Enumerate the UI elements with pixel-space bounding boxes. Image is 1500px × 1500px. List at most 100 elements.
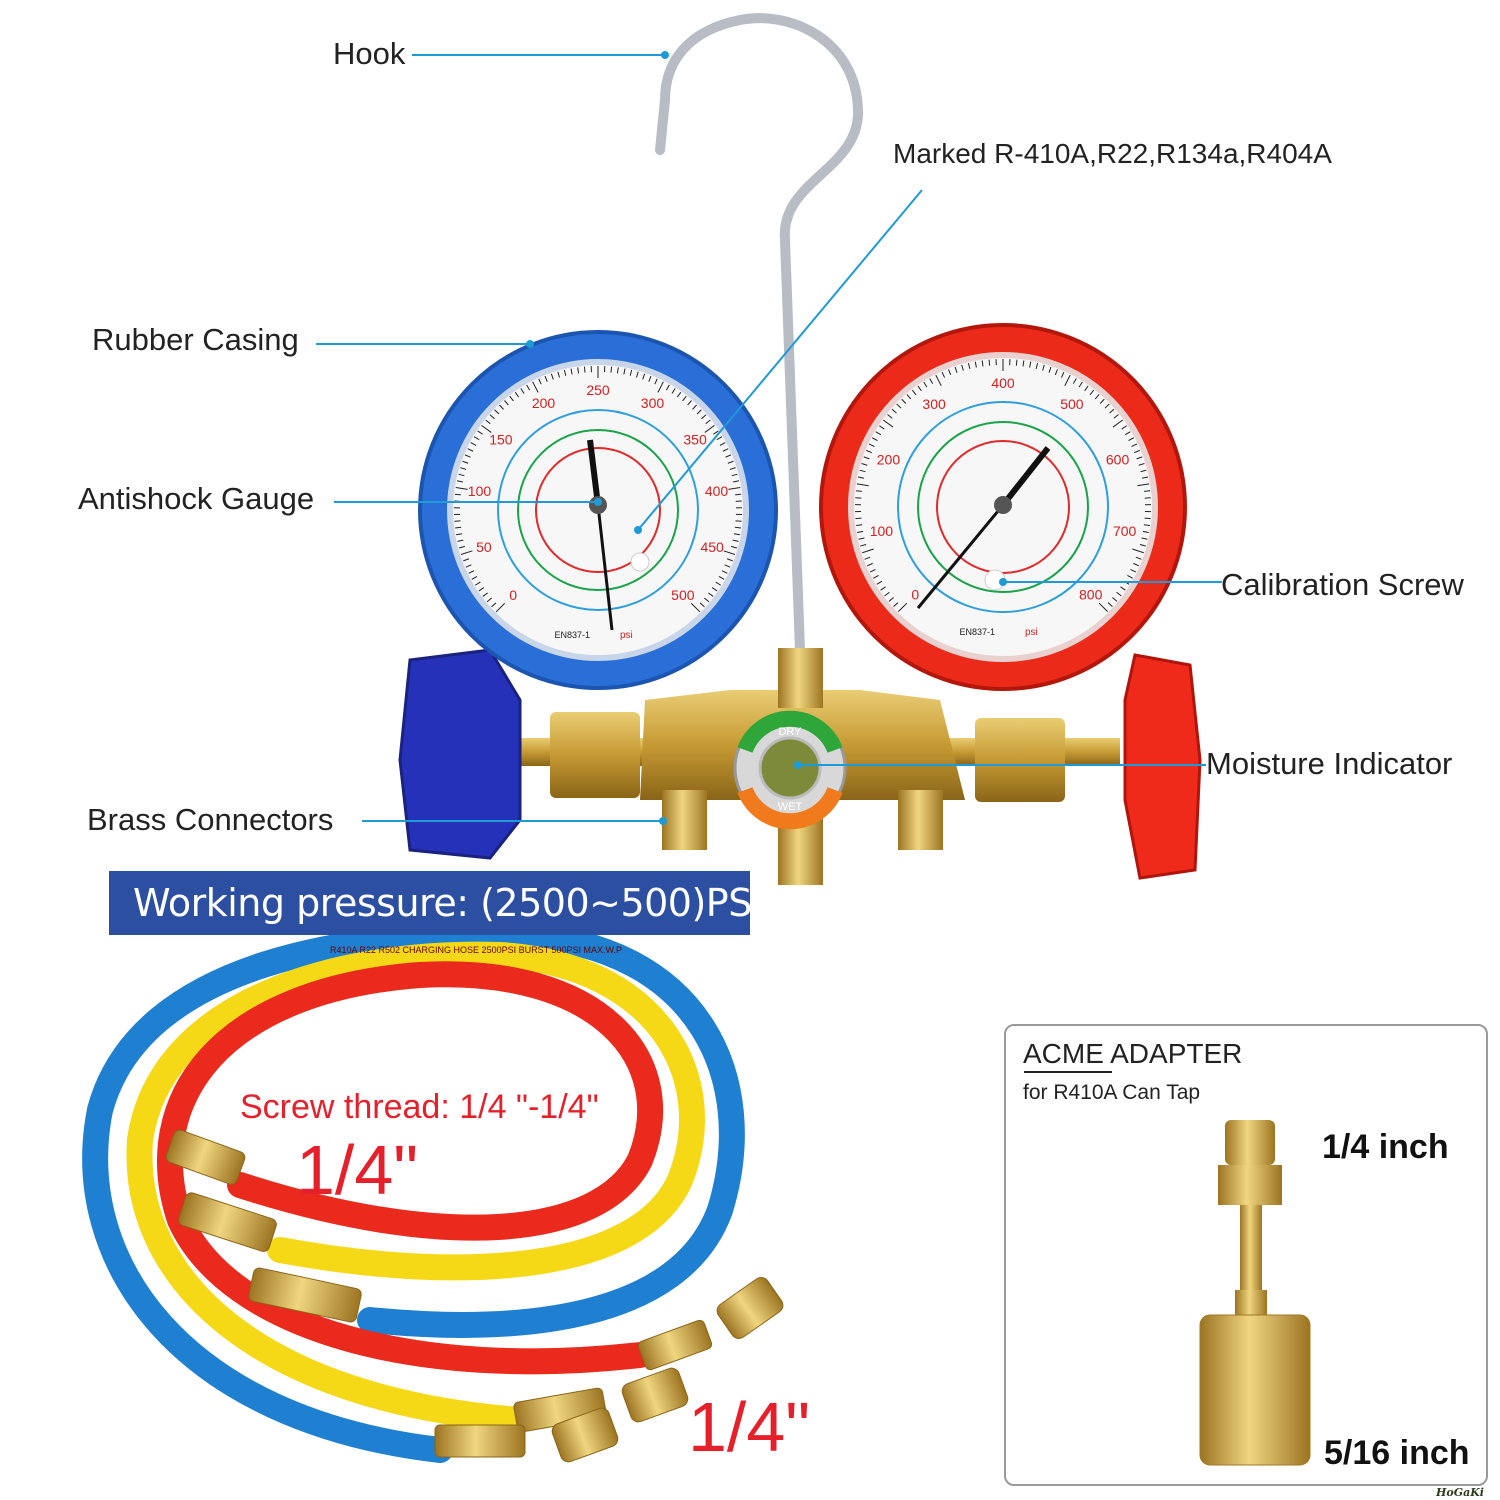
dial-tick <box>887 414 893 419</box>
dial-tick <box>723 550 736 555</box>
dial-tick <box>1104 403 1110 409</box>
dial-tick <box>457 539 464 542</box>
dial-tick <box>654 378 658 385</box>
dial-tick <box>1089 389 1095 396</box>
dial-psi-label: 400 <box>991 375 1015 391</box>
dial-tick <box>570 368 573 375</box>
dial-tick <box>478 587 485 592</box>
adapter-title-underline <box>1024 1071 1112 1073</box>
dial-tick <box>495 602 506 613</box>
dial-tick <box>730 545 738 549</box>
dial-tick <box>719 442 726 446</box>
blue-valve-knob[interactable] <box>398 648 522 860</box>
dial-tick <box>687 400 692 406</box>
label-moisture-indicator: Moisture Indicator <box>1206 746 1453 781</box>
dial-tick <box>464 454 471 458</box>
dial-tick <box>891 408 897 414</box>
dial-tick <box>728 486 741 490</box>
dial-tick <box>642 373 646 380</box>
acme-adapter-photo <box>1199 1120 1311 1466</box>
dial-tick <box>948 369 952 376</box>
watermark-logo: HoGaKi <box>1436 1486 1484 1499</box>
dial-tick <box>557 371 560 378</box>
dial-tick <box>485 419 491 425</box>
dial-tick <box>725 454 732 458</box>
dial-tick <box>1035 362 1039 370</box>
dial-tick <box>864 556 871 560</box>
dial-tick <box>482 592 488 597</box>
dial-tick <box>715 581 722 586</box>
dial-tick <box>856 524 863 527</box>
dial-tick <box>705 419 711 425</box>
dial-tick <box>716 436 723 441</box>
dial-tick <box>1098 602 1109 613</box>
dial-psi-label: 500 <box>1060 396 1084 412</box>
dial-tick <box>468 570 475 574</box>
dial-tick <box>1143 524 1150 527</box>
dial-standard: EN837-1 <box>554 630 590 640</box>
dial-tick <box>856 483 869 487</box>
dial-tick <box>583 366 586 373</box>
dial-psi-label: 0 <box>509 587 517 603</box>
dial-tick <box>893 602 899 607</box>
dial-tick <box>896 403 902 409</box>
dial-tick <box>858 537 865 540</box>
dial-psi-label: 400 <box>705 483 729 499</box>
leader-lines <box>316 51 1222 825</box>
dial-tick <box>1112 597 1118 602</box>
label-hook: Hook <box>333 36 406 71</box>
dial-standard: EN837-1 <box>959 627 995 637</box>
dial-tick <box>520 388 525 394</box>
dial-tick <box>532 381 539 393</box>
dial-tick <box>954 366 958 373</box>
dial-tick <box>1141 476 1149 479</box>
dial-tick <box>917 385 922 392</box>
dial-tick <box>550 373 554 380</box>
dial-tick <box>1138 463 1145 466</box>
dial-tick <box>470 442 477 446</box>
dial-tick <box>1127 574 1133 579</box>
dial-tick <box>880 586 886 591</box>
dial-tick <box>462 460 469 464</box>
dial-tick <box>935 374 942 387</box>
dial-tick <box>494 409 500 415</box>
dial-tick <box>1141 537 1148 540</box>
dial-tick <box>1139 543 1146 547</box>
dial-tick <box>967 362 971 370</box>
dial-tick <box>504 400 509 406</box>
dial-tick <box>455 486 468 490</box>
dial-tick <box>857 530 864 533</box>
hose-size-bottom: 1/4" <box>688 1388 811 1466</box>
dial-tick <box>460 467 467 470</box>
dial-tick <box>616 367 619 374</box>
dial-tick <box>671 388 676 394</box>
dial-tick <box>1132 548 1144 554</box>
dial-tick <box>1078 381 1083 388</box>
dial-tick <box>1064 374 1071 387</box>
dial-tick <box>1124 431 1131 436</box>
dial-tick <box>514 391 520 398</box>
dial-tick <box>879 425 885 430</box>
dial-tick <box>1042 364 1045 371</box>
adapter-size-bottom: 5/16 inch <box>1324 1434 1470 1472</box>
label-rubber-casing: Rubber Casing <box>92 322 299 357</box>
dial-tick <box>1048 366 1052 373</box>
dial-tick <box>696 409 702 415</box>
dial-tick <box>636 371 639 378</box>
acme-adapter-panel <box>1004 1024 1488 1486</box>
dial-tick <box>1133 449 1140 454</box>
red-valve-knob[interactable] <box>1123 653 1202 880</box>
low-gauge-needle <box>587 439 601 506</box>
adapter-subtitle: for R410A Can Tap <box>1023 1081 1201 1104</box>
dial-tick <box>722 448 729 452</box>
brass-connector-right <box>898 790 943 850</box>
dial-tick <box>623 368 626 375</box>
dial-psi-label: 350 <box>683 431 707 447</box>
dial-tick <box>871 437 878 441</box>
dial-tick <box>563 369 567 376</box>
dial-tick <box>1131 443 1138 447</box>
dial-tick <box>1120 586 1126 591</box>
dial-tick <box>1113 414 1119 419</box>
